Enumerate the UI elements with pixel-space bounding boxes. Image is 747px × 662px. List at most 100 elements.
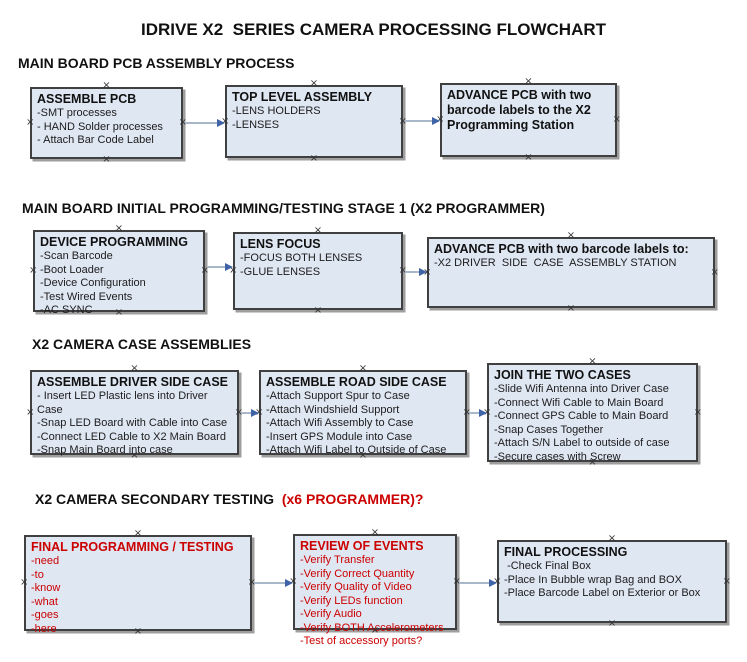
flow-box-assemble-pcb[interactable]: ASSEMBLE PCB -SMT processes- HAND Solder… [26,81,187,165]
connection-handle-icon: × [20,577,29,588]
page-title: IDRIVE X2 SERIES CAMERA PROCESSING FLOWC… [140,20,607,39]
box-line: -Secure cases with Screw [494,450,621,463]
box-title: REVIEW OF EVENTS [300,539,424,553]
box-line: -Snap Main Board into case [37,444,173,456]
flow-arrow[interactable] [241,408,259,417]
flow-arrow[interactable] [469,408,487,417]
box-title: ASSEMBLE ROAD SIDE CASE [266,375,447,389]
arrow-head-icon [479,408,487,417]
box-title: LENS FOCUS [240,237,321,251]
box-line: -Verify LEDs function [300,594,403,607]
connection-handle-icon: × [133,528,143,539]
flow-box-top-level-assembly[interactable]: TOP LEVEL ASSEMBLY -LENS HOLDERS-LENSES … [221,79,407,164]
box-line: -Verify Quality of Video [300,581,412,593]
box-line: -Place Barcode Label on Exterior or Box [504,587,701,599]
flow-box-assemble-driver-side-case[interactable]: ASSEMBLE DRIVER SIDE CASE - Insert LED P… [26,364,243,461]
flow-box-review-of-events[interactable]: REVIEW OF EVENTS -Verify Transfer-Verify… [289,528,461,648]
box-line: -Boot Loader [40,263,104,276]
box-line: -Test Wired Events [40,290,133,303]
arrow-shaft [405,119,432,122]
box-line: -Insert GPS Module into Case [266,430,413,443]
section-heading-case-assemblies: X2 CAMERA CASE ASSEMBLIES [32,336,252,352]
box-line: -to [31,568,44,581]
box-line: -Snap LED Board with Cable into Case [37,417,228,429]
box-lines: -Check Final Box-Place In Bubble wrap Ba… [504,560,720,601]
flow-arrow[interactable] [405,267,427,276]
connection-handle-icon: × [309,78,319,89]
flow-arrow[interactable] [459,578,497,587]
flow-box-join-the-two-cases[interactable]: JOIN THE TWO CASES -Slide Wifi Antenna i… [483,357,702,468]
box-line: -goes [31,609,59,621]
box-line: -FOCUS BOTH LENSES [240,252,363,264]
flow-arrow[interactable] [254,578,293,587]
connection-handle-icon: × [358,363,368,374]
box-line: -know [31,582,61,594]
flow-box-device-programming[interactable]: DEVICE PROGRAMMING -Scan Barcode-Boot Lo… [29,224,209,318]
box-line: -X2 DRIVER SIDE CASE ASSEMBLY STATION [434,257,677,269]
connection-handle-icon: × [607,533,617,544]
box-lines: -need-to-know-what-goes-here [31,555,245,636]
box-line: -Attach Windshield Support [266,403,400,416]
box-line: -Attach Support Spur to Case [266,390,410,402]
connection-handle-icon: × [313,225,323,236]
flow-box-lens-focus[interactable]: LENS FOCUS -FOCUS BOTH LENSES-GLUE LENSE… [229,226,407,316]
box-line: -what [31,595,58,608]
arrow-head-icon [432,116,440,125]
connection-handle-icon: × [370,527,380,538]
box-line: -Snap Cases Together [494,423,604,436]
box-title: DEVICE PROGRAMMING [40,235,188,249]
box-line: -Connect LED Cable to X2 Main Board [37,430,226,443]
box-line: -Slide Wifi Antenna into Driver Case [494,383,669,395]
flow-arrow[interactable] [207,262,233,271]
heading-black-part: X2 CAMERA SECONDARY TESTING [35,491,278,507]
connection-handle-icon: × [693,406,702,418]
box-lines: -Attach Support Spur to Case-Attach Wind… [266,390,460,458]
flow-box-advance-pcb-driver-side[interactable]: ADVANCE PCB with two barcode labels to: … [423,231,719,314]
arrow-shaft [241,411,251,414]
box-line: -AC SYNC [40,304,93,316]
box-line: -Place In Bubble wrap Bag and BOX [504,573,682,586]
flow-box-final-programming-testing[interactable]: FINAL PROGRAMMING / TESTING -need-to-kno… [20,529,256,637]
section-heading-secondary-testing: X2 CAMERA SECONDARY TESTING (x6 PROGRAMM… [35,491,423,507]
box-line: -here [31,622,57,635]
connection-handle-icon: × [612,114,621,125]
box-line: -GLUE LENSES [240,265,321,278]
box-line: -Verify Audio [300,608,362,620]
box-title: JOIN THE TWO CASES [494,368,631,382]
connection-handle-icon: × [313,305,323,316]
box-lines: -LENS HOLDERS-LENSES [232,105,396,132]
connection-handle-icon: × [607,618,617,629]
connection-handle-icon: × [26,117,35,128]
box-line: -LENS HOLDERS [232,105,321,117]
box-line: -Verify Correct Quantity [300,567,415,580]
connection-handle-icon: × [710,266,719,278]
flow-box-final-processing[interactable]: FINAL PROCESSING -Check Final Box-Place … [493,534,731,629]
box-line: -SMT processes [37,107,117,119]
box-line: -Attach Wifi Label to Outside of Case [266,444,447,456]
arrow-shaft [459,581,489,584]
box-line: -Verify Transfer [300,554,375,566]
flow-box-assemble-road-side-case[interactable]: ASSEMBLE ROAD SIDE CASE -Attach Support … [255,364,471,461]
arrow-shaft [469,411,479,414]
flow-arrow[interactable] [405,116,440,125]
box-line: -Connect Wifi Cable to Main Board [494,396,664,409]
box-line: -Scan Barcode [40,250,113,262]
box-title: ASSEMBLE PCB [37,92,137,106]
connection-handle-icon: × [524,152,533,163]
box-line: -Device Configuration [40,277,146,289]
arrow-shaft [207,265,225,268]
box-lines: - Insert LED Plastic lens into Driver Ca… [37,390,232,458]
box-title: TOP LEVEL ASSEMBLY [232,90,373,104]
box-line: -need [31,555,60,567]
box-title: FINAL PROGRAMMING / TESTING [31,540,234,554]
box-lines: -Scan Barcode-Boot Loader-Device Configu… [40,250,198,318]
arrow-shaft [254,581,285,584]
flow-arrow[interactable] [185,118,225,127]
flow-box-advance-pcb-programming-station[interactable]: ADVANCE PCB with two barcode labels to t… [436,77,621,163]
box-lines: -Verify Transfer-Verify Correct Quantity… [300,554,450,649]
connection-handle-icon: × [114,223,124,234]
connection-handle-icon: × [722,575,731,587]
box-line: -Test of accessory ports? [300,635,423,647]
box-title: ADVANCE PCB with two barcode labels to t… [447,88,592,132]
